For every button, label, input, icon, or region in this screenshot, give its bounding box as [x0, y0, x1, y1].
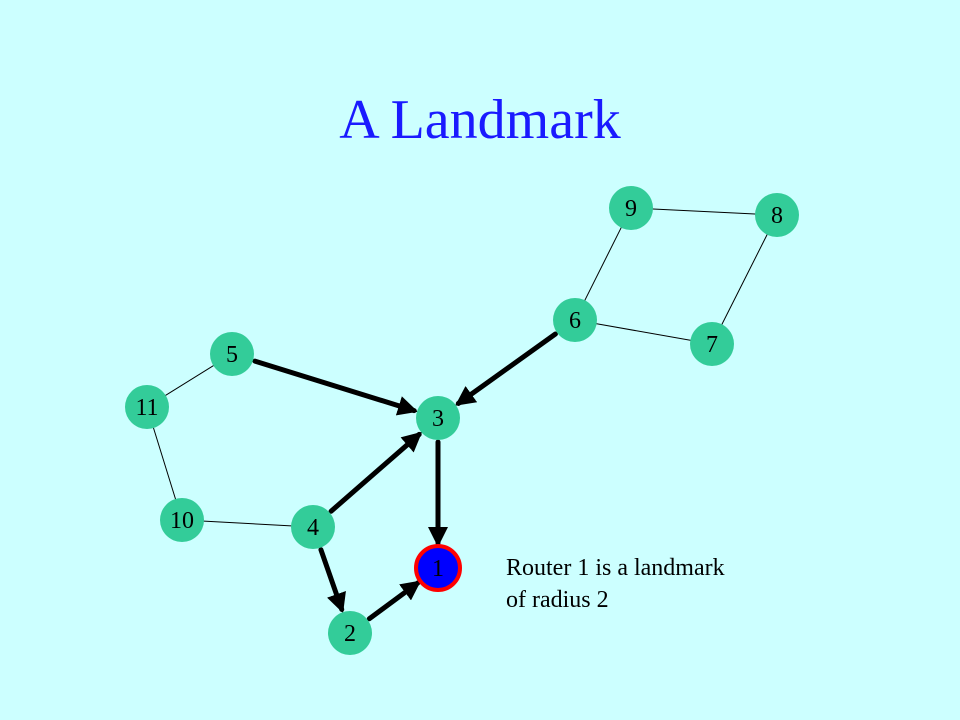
router-node-5: 5 — [210, 332, 254, 376]
router-node-circle — [609, 186, 653, 230]
router-node-10: 10 — [160, 498, 204, 542]
edge-6-7 — [596, 323, 691, 341]
router-node-circle — [690, 322, 734, 366]
edge-5-3 — [252, 358, 418, 416]
router-node-7: 7 — [690, 322, 734, 366]
edge-4-3 — [328, 431, 423, 514]
edge-6-3 — [455, 331, 558, 406]
router-node-circle — [755, 193, 799, 237]
edge-11-10 — [153, 427, 176, 500]
caption: Router 1 is a landmark of radius 2 — [506, 552, 725, 616]
router-node-1: 1 — [414, 544, 462, 592]
router-node-11: 11 — [125, 385, 169, 429]
router-node-label: 4 — [307, 515, 319, 541]
router-node-circle — [416, 396, 460, 440]
router-node-label: 9 — [625, 196, 637, 222]
edge-8-7 — [721, 234, 768, 325]
router-node-2: 2 — [328, 611, 372, 655]
caption-line-2: of radius 2 — [506, 587, 609, 613]
edge-9-6 — [584, 227, 622, 301]
router-node-label: 7 — [706, 332, 718, 358]
router-node-circle — [553, 298, 597, 342]
router-node-label: 3 — [432, 406, 444, 432]
landmark-node-circle — [414, 544, 462, 592]
router-node-circle — [210, 332, 254, 376]
router-node-8: 8 — [755, 193, 799, 237]
router-node-9: 9 — [609, 186, 653, 230]
edge-9-8 — [652, 208, 756, 215]
slide-title: A Landmark — [339, 89, 621, 151]
router-node-label: 6 — [569, 308, 581, 334]
router-node-circle — [160, 498, 204, 542]
router-node-4: 4 — [291, 505, 335, 549]
router-node-circle — [328, 611, 372, 655]
nodes: 1 2 3 4 5 6 7 8 9 10 11 — [125, 186, 799, 655]
edge-10-4 — [203, 520, 292, 527]
router-node-label: 11 — [135, 395, 158, 421]
router-node-6: 6 — [553, 298, 597, 342]
router-node-label: 2 — [344, 621, 356, 647]
caption-line-1: Router 1 is a landmark — [506, 555, 725, 581]
router-node-label: 10 — [170, 508, 194, 534]
router-node-circle — [125, 385, 169, 429]
router-node-3: 3 — [416, 396, 460, 440]
router-node-label: 5 — [226, 342, 238, 368]
router-node-label: 1 — [432, 556, 444, 582]
edge-11-5 — [165, 365, 214, 396]
edges — [153, 208, 768, 622]
router-node-label: 8 — [771, 203, 783, 229]
edge-4-2 — [318, 547, 346, 614]
router-node-circle — [291, 505, 335, 549]
edge-2-1 — [366, 580, 422, 622]
